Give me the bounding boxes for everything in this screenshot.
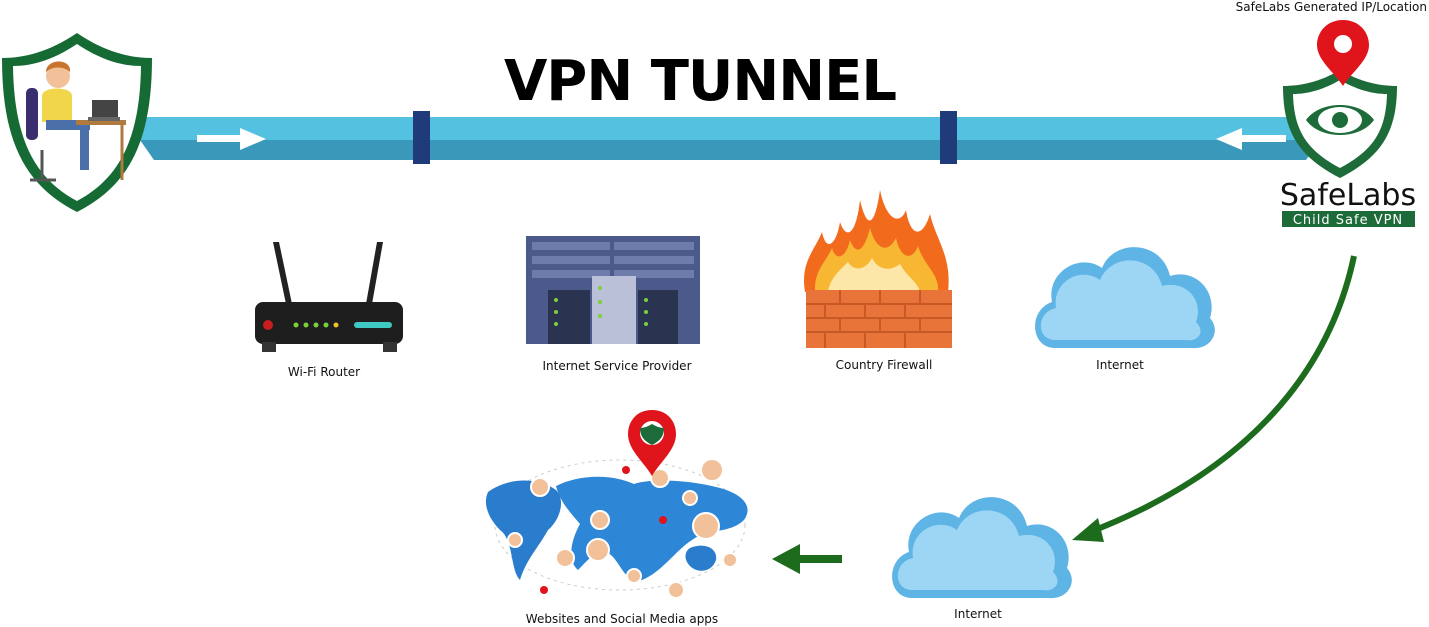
isp-label: Internet Service Provider [542,359,691,373]
firewall-label: Country Firewall [836,358,933,372]
tunnel-band-right [940,111,957,164]
world-map-icon [485,410,748,599]
internet-label-1: Internet [1096,358,1144,372]
user-shield-icon [2,33,152,212]
websites-label: Websites and Social Media apps [526,612,718,626]
tunnel-band-left [413,111,430,164]
location-pin-icon [628,410,676,476]
safelabs-logo: SafeLabs Child Safe VPN [1280,20,1416,228]
brand-tagline: Child Safe VPN [1293,213,1403,228]
location-label: SafeLabs Generated IP/Location [1236,0,1427,14]
arrow-left-icon [1216,128,1286,150]
cloud-icon [892,497,1072,599]
cloud-icon [1035,247,1215,349]
router-icon [255,242,403,352]
brand-name: SafeLabs [1280,178,1416,213]
arrow-right-icon [197,128,266,150]
diagram-title: VPN TUNNEL [504,49,896,114]
location-pin-icon [1317,20,1369,86]
router-label: Wi-Fi Router [288,365,360,379]
firewall-icon [803,190,952,348]
internet-label-2: Internet [954,607,1002,621]
curved-arrow-icon [1072,255,1357,542]
server-rack-icon [526,236,700,344]
arrow-left-green-icon [772,544,842,574]
vpn-tunnel [140,111,1320,164]
